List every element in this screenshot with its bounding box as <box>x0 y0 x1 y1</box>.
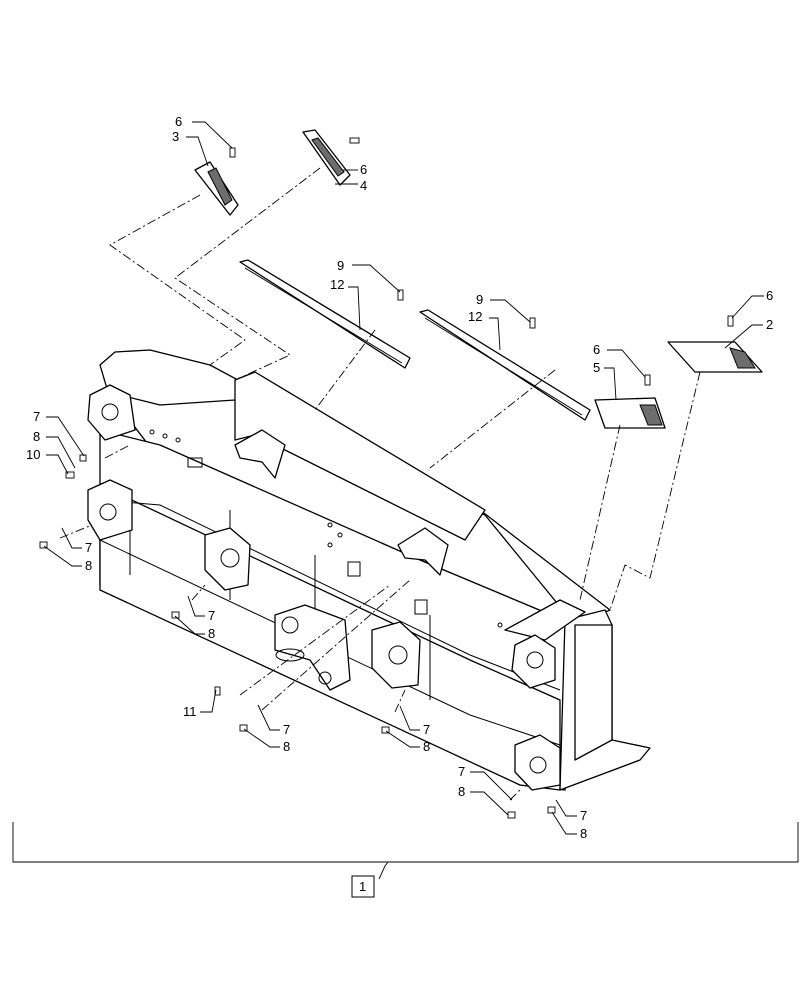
callout-6: 6 <box>593 342 600 357</box>
callout-7: 7 <box>458 764 465 779</box>
callout-8: 8 <box>283 739 290 754</box>
callout-11: 11 <box>183 704 197 719</box>
callout-12: 12 <box>330 277 344 292</box>
hardware <box>39 137 734 819</box>
callout-8: 8 <box>458 784 465 799</box>
wear-plate-5 <box>594 397 666 429</box>
assembly-lines <box>59 167 701 801</box>
callout-9: 9 <box>337 258 344 273</box>
callout-5: 5 <box>593 360 600 375</box>
callout-10: 10 <box>26 447 40 462</box>
callout-8: 8 <box>85 558 92 573</box>
callout-6: 6 <box>766 288 773 303</box>
callout-8: 8 <box>423 739 430 754</box>
callout-8: 8 <box>208 626 215 641</box>
callout-2: 2 <box>766 317 773 332</box>
callout-4: 4 <box>360 178 367 193</box>
callout-7: 7 <box>33 409 40 424</box>
callout-labels: 6 3 6 4 9 12 9 12 6 2 6 5 7 8 10 7 8 7 8… <box>26 114 773 841</box>
callout-8: 8 <box>580 826 587 841</box>
callout-3: 3 <box>172 129 179 144</box>
end-bit-3 <box>194 161 239 216</box>
callout-7: 7 <box>208 608 215 623</box>
assembly-bracket: 1 <box>12 822 799 898</box>
callout-7: 7 <box>423 722 430 737</box>
callout-9: 9 <box>476 292 483 307</box>
end-bit-4 <box>302 129 351 186</box>
cutting-edge-left <box>239 259 411 369</box>
callout-8: 8 <box>33 429 40 444</box>
callout-12: 12 <box>468 309 482 324</box>
leader-lines <box>43 121 764 835</box>
callout-7: 7 <box>283 722 290 737</box>
assembly-label: 1 <box>359 879 366 894</box>
wear-plate-2 <box>667 341 763 373</box>
callout-7: 7 <box>85 540 92 555</box>
callout-7: 7 <box>580 808 587 823</box>
cutting-edge-right <box>419 309 591 421</box>
callout-6: 6 <box>175 114 182 129</box>
dozer-blade <box>87 349 651 791</box>
callout-6: 6 <box>360 162 367 177</box>
